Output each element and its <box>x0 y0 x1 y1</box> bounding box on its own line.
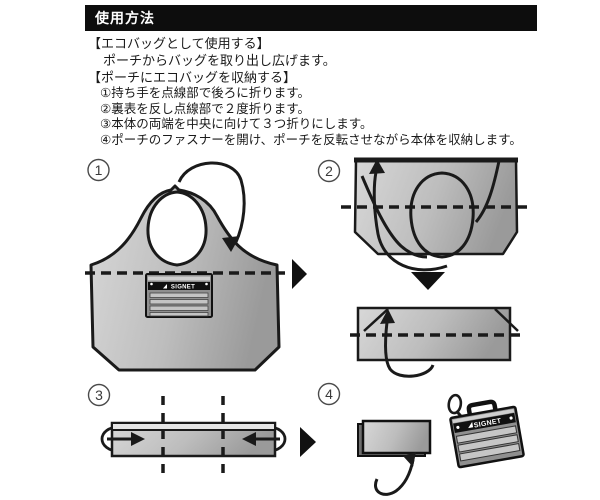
diagram-step-2: 2 <box>317 157 529 378</box>
step-2-number: 2 <box>325 163 333 179</box>
pouch-handle <box>466 399 498 417</box>
fold-inward-arrow-left <box>107 432 145 446</box>
section-title: 使用方法 <box>95 10 155 26</box>
folded-body-block <box>357 419 432 457</box>
section-header: 使用方法 <box>85 5 537 31</box>
step-1-number-badge: 1 <box>87 158 110 182</box>
instruction-text: 【エコバッグとして使用する】 ポーチからバッグを取り出し広げます。 【ポーチにエ… <box>88 35 553 148</box>
step-text-3: ③本体の両端を中央に向けて３つ折りにします。 <box>100 117 373 131</box>
folded-bar-top-strip <box>113 424 274 430</box>
sparkle-icon <box>150 282 153 286</box>
corner-fold-line-left <box>363 308 389 332</box>
use-body: ポーチからバッグを取り出し広げます。 <box>103 53 336 68</box>
step-3-number-badge: 3 <box>87 383 111 407</box>
insert-arrow-step4 <box>374 452 416 496</box>
fold-up-arrow-step2b <box>380 309 435 378</box>
step-1-number: 1 <box>95 162 103 178</box>
pouch-brand: SIGNET <box>473 418 502 430</box>
diagram-step-3: 3 <box>87 383 316 477</box>
down-step-arrow-icon <box>411 272 445 290</box>
next-step-arrow-icon <box>292 259 307 289</box>
carabiner-icon <box>447 393 463 415</box>
step-3-number: 3 <box>95 387 103 403</box>
use-heading: 【エコバッグとして使用する】 <box>88 36 270 51</box>
handle-drape-left <box>360 175 428 259</box>
bag-print-toolbox: SIGNET <box>145 273 213 318</box>
sparkle-icon <box>205 282 208 286</box>
step-text-1: ①持ち手を点線部で後ろに折ります。 <box>100 86 310 100</box>
corner-fold-line-right <box>494 308 519 332</box>
brand-logo-mark <box>468 421 474 429</box>
step-4-number-badge: 4 <box>317 382 341 406</box>
step-text-4: ④ポーチのファスナーを開け、ポーチを反転させながら本体を収納します。 <box>100 132 522 147</box>
fold-inward-arrow-right <box>242 432 280 446</box>
step-text-2: ②裏表を反し点線部で２度折ります。 <box>100 101 310 116</box>
sparkle-icon <box>509 416 513 420</box>
store-heading: 【ポーチにエコバッグを収納する】 <box>88 70 297 85</box>
pouch-toolbox: SIGNET <box>447 393 525 469</box>
fold-back-arrow-step1 <box>177 161 246 252</box>
folding-steps-diagram: 1 SIGNET <box>85 157 529 496</box>
diagram-step-1: 1 SIGNET <box>85 158 307 372</box>
diagram-step-4: 4 SIGNET <box>317 382 525 496</box>
step-4-number: 4 <box>325 386 333 402</box>
next-step-arrow-icon <box>300 427 316 457</box>
fold-up-arrow-step2a <box>369 159 448 272</box>
handle-drape-right <box>474 160 501 223</box>
handle-outline-loop <box>409 171 475 259</box>
sparkle-icon <box>456 425 460 430</box>
bag-print-brand: SIGNET <box>171 285 195 291</box>
step-2-number-badge: 2 <box>317 159 341 183</box>
brand-logo-mark <box>163 284 167 289</box>
